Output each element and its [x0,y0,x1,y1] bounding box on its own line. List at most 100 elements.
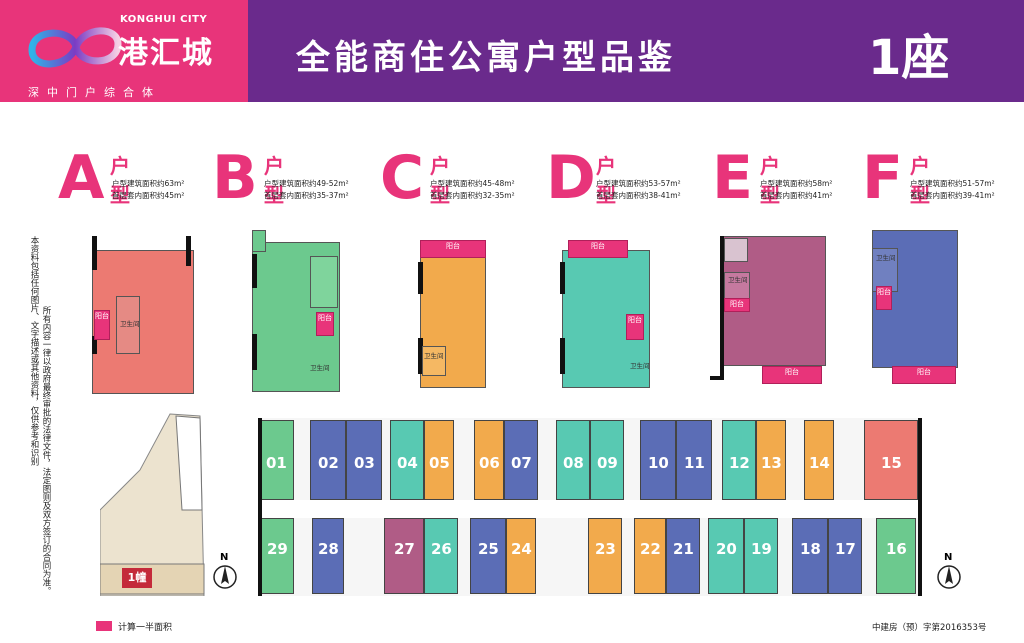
type-letter: A [58,143,105,213]
legend-label: 计算一半面积 [118,623,173,633]
top-unit [424,420,454,500]
unit-number: 29 [267,540,288,558]
building-number: 1座 [868,30,950,86]
top-unit [556,420,590,500]
north-arrow-icon [937,565,961,589]
type-area-total: 户型建筑面积约49-52m² [264,179,349,188]
bathroom-label: 卫生间 [120,320,140,328]
balcony-label: 阳台 [318,314,332,322]
plan-e: 卫生间 阳台 阳台 [708,232,830,392]
logo-english: KONGHUI CITY [120,14,208,25]
unit-number: 21 [673,540,694,558]
bottom-unit [666,518,700,594]
type-letter: D [546,143,596,213]
page-title: 全能商住公寓户型品鉴 [296,38,676,78]
unit-number: 05 [429,454,450,472]
unit-number: 13 [761,454,782,472]
bathroom-label: 卫生间 [728,276,748,284]
disclaimer-note-left: 本资料包括任何图片、文字描述或其他资料，仅供参考和识别 [29,236,39,466]
unit-number: 04 [397,454,418,472]
plan-b: 阳台 卫生间 [248,230,342,394]
bottom-unit [260,518,294,594]
type-area-inner: 首层套内面积约35-37m² [264,191,349,200]
bottom-unit [744,518,778,594]
bathroom-label: 卫生间 [630,362,650,370]
balcony: 阳台 [724,298,750,312]
top-unit [504,420,538,500]
floor-wall [918,418,922,596]
unit-number: 24 [511,540,532,558]
permit-number: 中建房（预）字第2016353号 [872,623,987,633]
compass-right: N [936,552,962,592]
type-area-inner: 首层套内面积约39-41m² [910,191,995,200]
top-unit [346,420,382,500]
unit-number: 20 [716,540,737,558]
type-letter: F [862,143,903,213]
unit-number: 03 [354,454,375,472]
balcony: 阳台 [94,310,110,340]
type-area-total: 户型建筑面积约63m² [112,179,185,188]
unit-number: 17 [835,540,856,558]
type-word: 户型 [110,154,130,207]
plan-c: 阳台 卫生间 [416,236,492,390]
logo-chinese: 港汇城 [118,36,214,71]
type-word: 户型 [264,154,284,207]
unit-number: 08 [563,454,584,472]
balcony: 阳台 [876,286,892,310]
top-unit [640,420,676,500]
logo [18,10,244,88]
unit-number: 14 [809,454,830,472]
top-unit [804,420,834,500]
unit-number: 01 [266,454,287,472]
unit-number: 27 [394,540,415,558]
top-unit [722,420,756,500]
type-letter: B [212,143,258,213]
bathroom-label: 卫生间 [424,352,444,360]
type-area-inner: 首层套内面积约41m² [760,191,833,200]
balcony-label: 阳台 [917,368,931,376]
type-word: 户型 [760,154,780,207]
bottom-unit [384,518,424,594]
balcony-label: 阳台 [730,300,744,308]
type-word: 户型 [430,154,450,207]
top-unit [676,420,712,500]
type-word: 户型 [596,154,616,207]
bottom-unit [470,518,506,594]
bottom-unit [634,518,666,594]
unit-number: 19 [751,540,772,558]
corridor [258,500,922,518]
type-area-inner: 首层套内面积约32-35m² [430,191,515,200]
unit-number: 16 [886,540,907,558]
unit-number: 15 [881,454,902,472]
logo-swirl-icon [28,27,122,68]
top-unit [590,420,624,500]
unit-number: 10 [648,454,669,472]
bottom-unit [876,518,916,594]
top-unit [864,420,918,500]
top-unit [390,420,424,500]
unit-number: 25 [478,540,499,558]
balcony-label: 阳台 [877,288,891,296]
unit-number: 11 [684,454,705,472]
bathroom-label: 卫生间 [876,254,896,262]
site-label: 1幢 [122,568,152,588]
site-plan: 1幢 [99,410,206,597]
balcony: 阳台 [626,314,644,340]
unit-number: 18 [800,540,821,558]
type-area-inner: 首层套内面积约45m² [112,191,185,200]
unit-number: 07 [511,454,532,472]
plan-d: 阳台 阳台 卫生间 [558,236,654,390]
balcony: 阳台 [762,366,822,384]
disclaimer-note-right: 所有内容一律以政府最终审批的法律文件，法定图则及双方签订的合同为准。 [41,306,51,595]
top-unit [474,420,504,500]
balcony-label: 阳台 [591,242,605,250]
logo-subtitle: 深中门户综合体 [28,86,161,99]
type-letter: E [712,143,753,213]
balcony-label: 阳台 [785,368,799,376]
unit-number: 28 [318,540,339,558]
unit-number: 09 [597,454,618,472]
compass-left: N [212,552,238,592]
bottom-unit [312,518,344,594]
balcony-label: 阳台 [95,312,109,320]
